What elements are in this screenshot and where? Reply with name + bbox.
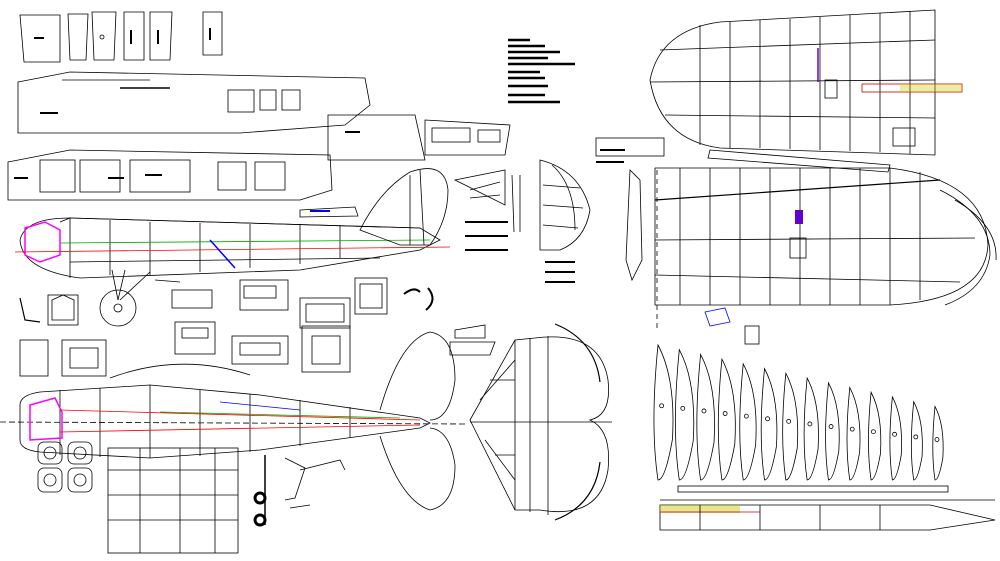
wing-rib — [932, 405, 944, 481]
wing-rib — [868, 390, 882, 481]
former-template-3 — [91, 11, 117, 61]
rib-lightening-hole — [828, 424, 834, 429]
tail-parts — [449, 159, 591, 356]
fuselage-top-view — [0, 331, 466, 554]
wheel-parts — [19, 339, 107, 493]
rib-lightening-hole — [743, 413, 749, 419]
wing-panel-lower — [654, 149, 997, 306]
fuselage-side-sheet-lower — [7, 149, 333, 201]
wing-rib — [825, 381, 840, 481]
former-template-2 — [67, 13, 89, 61]
side-panel-pieces — [327, 114, 511, 161]
fuselage-templates-top — [19, 11, 223, 63]
rib-lightening-hole — [892, 431, 897, 437]
former-template-4 — [123, 11, 145, 61]
rib-lightening-hole — [913, 434, 919, 440]
wing-rib — [653, 343, 674, 481]
title-block — [508, 38, 575, 104]
wing-rib — [846, 386, 861, 481]
wing-panel-upper — [649, 9, 963, 156]
wing-rib — [717, 357, 736, 481]
landing-gear-parts — [253, 455, 346, 527]
horizontal-tail-plan — [469, 323, 612, 521]
rib-lightening-hole — [807, 421, 813, 427]
rib-lightening-hole — [680, 405, 686, 411]
spar-strip — [595, 137, 665, 282]
wing-rib — [782, 371, 799, 481]
wing-rib — [803, 376, 819, 481]
rib-lightening-hole — [849, 426, 855, 432]
aileron-horn — [704, 307, 731, 327]
formers-middle — [19, 277, 434, 373]
rib-lightening-hole — [765, 416, 770, 422]
main-spar-strips — [659, 485, 996, 531]
fuselage-side-view — [14, 168, 451, 327]
wing-rib — [696, 353, 715, 481]
wing-rib — [889, 395, 902, 481]
former-template-6 — [202, 11, 223, 56]
wing-rib — [910, 400, 923, 481]
wing-rib — [674, 348, 695, 481]
rib-lightening-hole — [701, 408, 707, 414]
rib-lightening-hole — [786, 418, 792, 424]
rib-lightening-hole — [871, 429, 876, 435]
former-template-5 — [149, 11, 173, 61]
rib-lightening-hole — [934, 437, 940, 442]
former-template-1 — [19, 14, 61, 63]
servo-tray — [744, 325, 760, 345]
wing-rib-set — [653, 343, 944, 481]
rib-lightening-hole — [659, 403, 664, 409]
rib-lightening-hole — [722, 411, 728, 416]
wing-rib — [760, 367, 778, 481]
fuselage-side-sheet-upper — [17, 71, 371, 134]
wing-rib — [739, 362, 757, 481]
